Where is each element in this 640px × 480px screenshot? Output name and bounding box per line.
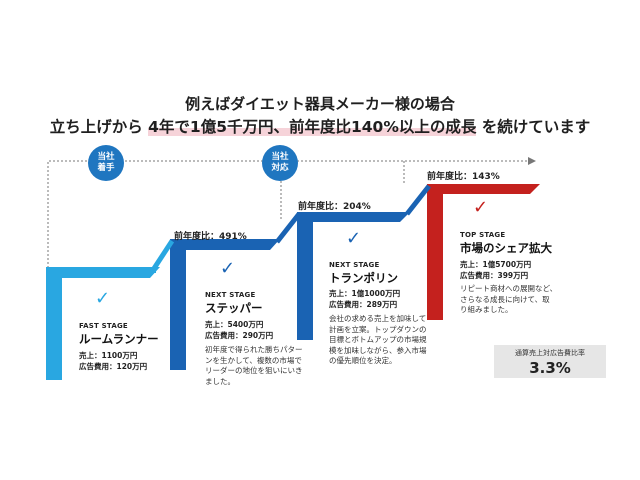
stage-1-corner [46, 267, 160, 380]
summary-label: 通算売上対広告費比率 [515, 349, 585, 357]
page-title: 例えばダイエット器具メーカー様の場合 [185, 95, 455, 113]
stage-3-corner [297, 212, 410, 340]
stage-4-jp: 市場のシェア拡大 [460, 241, 552, 255]
stage-2-description: 初年度で得られた勝ちパター ンを生かして、複数の市場で リーダーの地位を狙いにい… [205, 345, 303, 387]
stage-2-sales: 売上：5400万円 [205, 320, 264, 329]
marker-start-line2: 着手 [97, 163, 115, 173]
marker-support: 当社 対応 [262, 145, 298, 181]
stage-2-jp: ステッパー [205, 301, 263, 315]
stage-3-desc-line: の優先順位を決定。 [329, 356, 397, 365]
stage-3-desc-line: 模を加味しながら、参入市場 [329, 345, 427, 355]
stage-2-desc-line: リーダーの地位を狙いにいき [205, 366, 303, 375]
stage-3-desc-line: 会社の求める売上を加味して [329, 314, 427, 323]
stage-3-en: NEXT STAGE [329, 261, 380, 269]
summary-value: 3.3% [529, 359, 571, 377]
subtitle-suffix: を続けています [476, 118, 591, 136]
page-subtitle: 立ち上げから 4年で1億5千万円、前年度比140%以上の成長 を続けています [0, 115, 640, 137]
stage-4-ad-cost: 広告費用：399万円 [460, 271, 529, 280]
stage-4-desc-line: さらなる成長に向けて、取 [460, 294, 550, 304]
stage-3-desc-line: 目標とボトムアップの市場規 [329, 335, 427, 344]
stage-4-desc-line: り組みました。 [460, 305, 513, 314]
stage-1-jp: ルームランナー [79, 332, 159, 346]
stage-1-en: FAST STAGE [79, 322, 128, 330]
stage-3-to-4-step [405, 184, 431, 216]
stage-3-sales: 売上：1億1000万円 [329, 289, 401, 298]
stage-4-check-icon: ✓ [473, 197, 489, 218]
stage-4-corner [427, 184, 540, 320]
summary-box: 通算売上対広告費比率 3.3% [494, 345, 606, 378]
stage-2-check-icon: ✓ [220, 258, 236, 279]
stage-1-sales: 売上：1100万円 [79, 351, 138, 360]
stage-3-growth: 前年度比：204% [298, 202, 371, 212]
stage-2-to-3-step [275, 212, 301, 244]
stage-3-check-icon: ✓ [346, 228, 362, 249]
stage-1-to-2-step [150, 239, 175, 272]
stage-4-en: TOP STAGE [460, 231, 506, 239]
marker-support-line1: 当社 [271, 152, 289, 162]
stage-1-check-icon: ✓ [95, 288, 111, 309]
stage-2-desc-line: ました。 [205, 376, 235, 386]
stage-4-sales: 売上：1億5700万円 [460, 260, 532, 269]
subtitle-prefix: 立ち上げから [49, 118, 149, 136]
stage-3-jp: トランポリン [329, 271, 398, 285]
stage-2-desc-line: 初年度で得られた勝ちパター [205, 345, 303, 354]
stage-2-desc-line: ンを生かして、複数の市場で [205, 355, 302, 365]
stage-2-corner [170, 239, 280, 370]
timeline-arrowhead [528, 157, 536, 165]
stage-3-ad-cost: 広告費用：289万円 [329, 300, 398, 309]
marker-start-line1: 当社 [97, 152, 115, 162]
stage-4-description: リピート商材への展開など、 さらなる成長に向けて、取 り組みました。 [460, 284, 557, 316]
stage-2-ad-cost: 広告費用：290万円 [205, 331, 274, 340]
stage-3-description: 会社の求める売上を加味して 計画を立案。トップダウンの 目標とボトムアップの市場… [329, 314, 427, 367]
marker-start: 当社 着手 [88, 145, 124, 181]
subtitle-highlight: 4年で1億5千万円、前年度比140%以上の成長 [148, 118, 477, 136]
marker-support-line2: 対応 [271, 163, 289, 173]
stage-4-desc-line: リピート商材への展開など、 [460, 284, 558, 293]
stage-3-desc-line: 計画を立案。トップダウンの [329, 324, 427, 334]
stage-2-growth: 前年度比：491% [174, 232, 247, 242]
stage-4-growth: 前年度比：143% [427, 172, 500, 182]
stage-2-en: NEXT STAGE [205, 291, 256, 299]
stage-1-ad-cost: 広告費用：120万円 [79, 362, 148, 371]
